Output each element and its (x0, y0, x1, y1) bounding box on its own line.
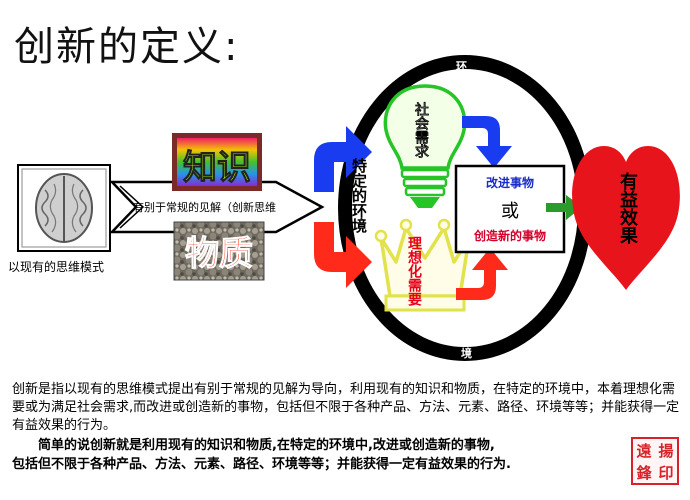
page-title: 创新的定义: (14, 24, 240, 70)
or-label: 或 (501, 201, 519, 222)
seal-char: 鋒 (636, 463, 652, 482)
create-new-things-label: 创造新的事物 (473, 229, 546, 243)
knowledge-label: 知识 (183, 148, 252, 189)
red-arrow-left (314, 222, 372, 288)
knowledge-block (172, 133, 262, 191)
blue-arrow-left (314, 126, 372, 192)
ring-label-bottom: 境 (461, 347, 472, 360)
heart-icon (572, 146, 680, 290)
lightbulb-icon (383, 84, 467, 208)
author-seal: 遠 揚 鋒 印 (631, 437, 679, 485)
environment-label: 特定的环境 (350, 158, 368, 233)
red-arrow-right (456, 248, 508, 300)
crown-icon (374, 218, 476, 312)
seal-char: 印 (658, 463, 674, 482)
definition-paragraph: 创新是指以现有的思维模式提出有别于常规的见解为导向，利用现有的知识和物质，在特定… (12, 382, 680, 433)
improve-things-label: 改进事物 (485, 176, 534, 190)
chevron-arrow-text: 有别于常规的见解（创新思维 (133, 201, 276, 214)
summary-line-2: 包括但不限于各种产品、方法、元素、路径、环境等等；并能获得一定有益效果的行为. (12, 457, 511, 472)
ideal-need-label: 理想化需要 (406, 236, 422, 306)
seal-char: 遠 (636, 441, 652, 460)
material-label: 物质 (185, 234, 254, 275)
beneficial-effect-label: 有益效果 (617, 172, 638, 244)
summary-line-1: 简单的说创新就是利用现有的知识和物质,在特定的环境中,改进或创造新的事物, (38, 438, 495, 453)
brain-caption: 以现有的思维模式 (8, 260, 105, 274)
ring-label-top: 环 (456, 60, 467, 73)
blue-arrow-right (462, 116, 512, 168)
social-need-label: 社会需求 (413, 102, 429, 158)
chevron-arrow (109, 180, 325, 234)
seal-char: 揚 (658, 441, 674, 460)
material-block (173, 221, 265, 281)
summary-paragraph: 简单的说创新就是利用现有的知识和物质,在特定的环境中,改进或创造新的事物, 包括… (12, 436, 622, 474)
brain-image (17, 164, 111, 252)
